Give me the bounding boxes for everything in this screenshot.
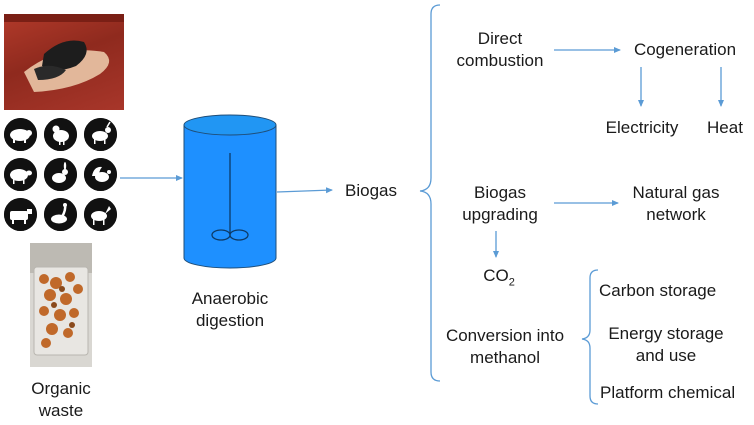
direct-combustion-label: Direct combustion: [440, 28, 560, 72]
anaerobic-digester-tank: [183, 114, 277, 269]
chicken-icon: [44, 118, 77, 151]
energy-storage-use-label: Energy storage and use: [596, 323, 736, 367]
organic-waste-label: Organic waste: [16, 378, 106, 422]
goose-icon: [44, 198, 77, 231]
natural-gas-network-line1: Natural gas: [632, 183, 720, 202]
energy-storage-line1: Energy storage: [608, 324, 724, 343]
livestock-icon-grid: [4, 118, 118, 232]
cogeneration-label: Cogeneration: [633, 40, 737, 59]
co2-subscript: 2: [508, 276, 515, 289]
organic-waste-line2: waste: [38, 401, 84, 420]
biogas-output-arrow: [276, 187, 333, 194]
horse-icon: [84, 198, 117, 231]
co2-base: CO: [483, 266, 509, 285]
organic-waste-photo: [30, 243, 92, 367]
direct-combustion-line2: combustion: [456, 51, 544, 70]
energy-storage-line2: and use: [635, 346, 697, 365]
pig-icon: [4, 118, 37, 151]
electricity-label: Electricity: [605, 118, 679, 137]
natural-gas-network-line2: network: [646, 205, 706, 224]
sheep-icon: [4, 158, 37, 191]
turkey-icon: [84, 158, 117, 191]
conversion-line1: Conversion into: [445, 326, 565, 345]
biogas-upgrading-label: Biogas upgrading: [445, 182, 555, 226]
methanol-uses-brace: [581, 269, 599, 405]
rabbit-icon: [44, 158, 77, 191]
anaerobic-digestion-label: Anaerobic digestion: [180, 288, 280, 332]
heat-label: Heat: [707, 118, 743, 137]
carbon-storage-label: Carbon storage: [599, 281, 717, 300]
digestate-photo: [4, 14, 124, 110]
goat-icon: [84, 118, 117, 151]
co2-label: CO2: [474, 265, 524, 293]
food-waste-bin-image: [30, 243, 92, 356]
anaerobic-digestion-line1: Anaerobic: [191, 289, 269, 308]
biogas-upgrading-line2: upgrading: [462, 205, 538, 224]
natural-gas-network-label: Natural gas network: [616, 182, 736, 226]
biogas-routes-brace: [419, 4, 441, 382]
direct-combustion-line1: Direct: [477, 29, 523, 48]
conversion-line2: methanol: [470, 348, 540, 367]
hand-with-digestate-image: [4, 14, 124, 92]
anaerobic-digestion-line2: digestion: [195, 311, 265, 330]
biogas-upgrading-line1: Biogas: [474, 183, 526, 202]
biogas-label: Biogas: [345, 181, 397, 200]
cow-icon: [4, 198, 37, 231]
organic-waste-line1: Organic: [31, 379, 91, 398]
platform-chemical-label: Platform chemical: [600, 383, 736, 402]
conversion-into-methanol-label: Conversion into methanol: [430, 325, 580, 369]
